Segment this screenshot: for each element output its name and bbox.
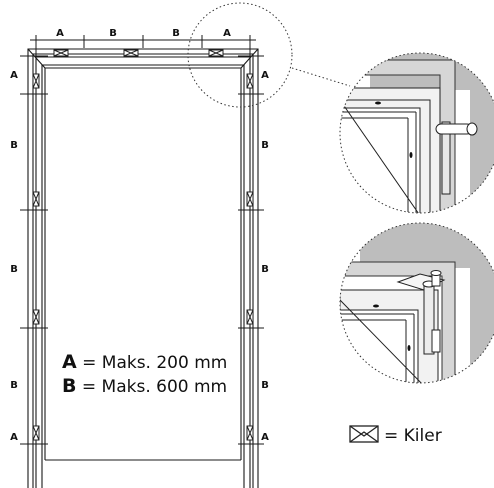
right-dimension-labels: A B B B A <box>261 70 269 443</box>
top-label-b: B <box>109 28 117 39</box>
wedge-icon <box>32 191 40 207</box>
left-label-a: A <box>10 432 18 443</box>
left-wedges <box>32 73 40 441</box>
top-wedges <box>53 49 224 57</box>
wedge-icon <box>246 309 254 325</box>
right-label-a: A <box>261 432 269 443</box>
callout-marker <box>187 2 351 108</box>
wedge-icon <box>32 425 40 441</box>
left-label-b: B <box>10 264 18 275</box>
wedge-icon <box>208 49 224 57</box>
wedge-icon <box>32 309 40 325</box>
left-label-b: B <box>10 380 18 391</box>
wedge-icon <box>53 49 69 57</box>
wedge-icon <box>246 191 254 207</box>
top-label-a: A <box>56 28 64 39</box>
wedge-symbol-icon <box>349 425 379 443</box>
dimension-legend: A = Maks. 200 mm B = Maks. 600 mm <box>62 351 227 397</box>
wedge-icon <box>32 73 40 89</box>
detail-lower-corner-with-clamp <box>339 222 494 384</box>
left-label-a: A <box>10 70 18 81</box>
door-frame <box>27 48 259 488</box>
detail-upper-corner <box>339 52 494 214</box>
wedge-icon <box>246 73 254 89</box>
top-label-a: A <box>223 28 231 39</box>
right-wedges <box>246 73 254 441</box>
legend-b: B = Maks. 600 mm <box>62 375 227 397</box>
right-label-b: B <box>261 380 269 391</box>
right-label-b: B <box>261 140 269 151</box>
left-dimension-ticks <box>20 55 48 445</box>
top-dimension-labels: A B B A <box>56 28 231 39</box>
right-dimension-ticks <box>238 55 264 445</box>
right-label-b: B <box>261 264 269 275</box>
wedge-icon <box>246 425 254 441</box>
top-dimension-line <box>30 35 256 56</box>
wedge-icon <box>123 49 139 57</box>
wedge-key-text: = Kiler <box>384 426 442 446</box>
wedge-key: = Kiler <box>349 425 442 446</box>
left-label-b: B <box>10 140 18 151</box>
legend-a: A = Maks. 200 mm <box>62 351 227 373</box>
top-label-b: B <box>172 28 180 39</box>
left-dimension-labels: A B B B A <box>10 70 18 443</box>
right-label-a: A <box>261 70 269 81</box>
